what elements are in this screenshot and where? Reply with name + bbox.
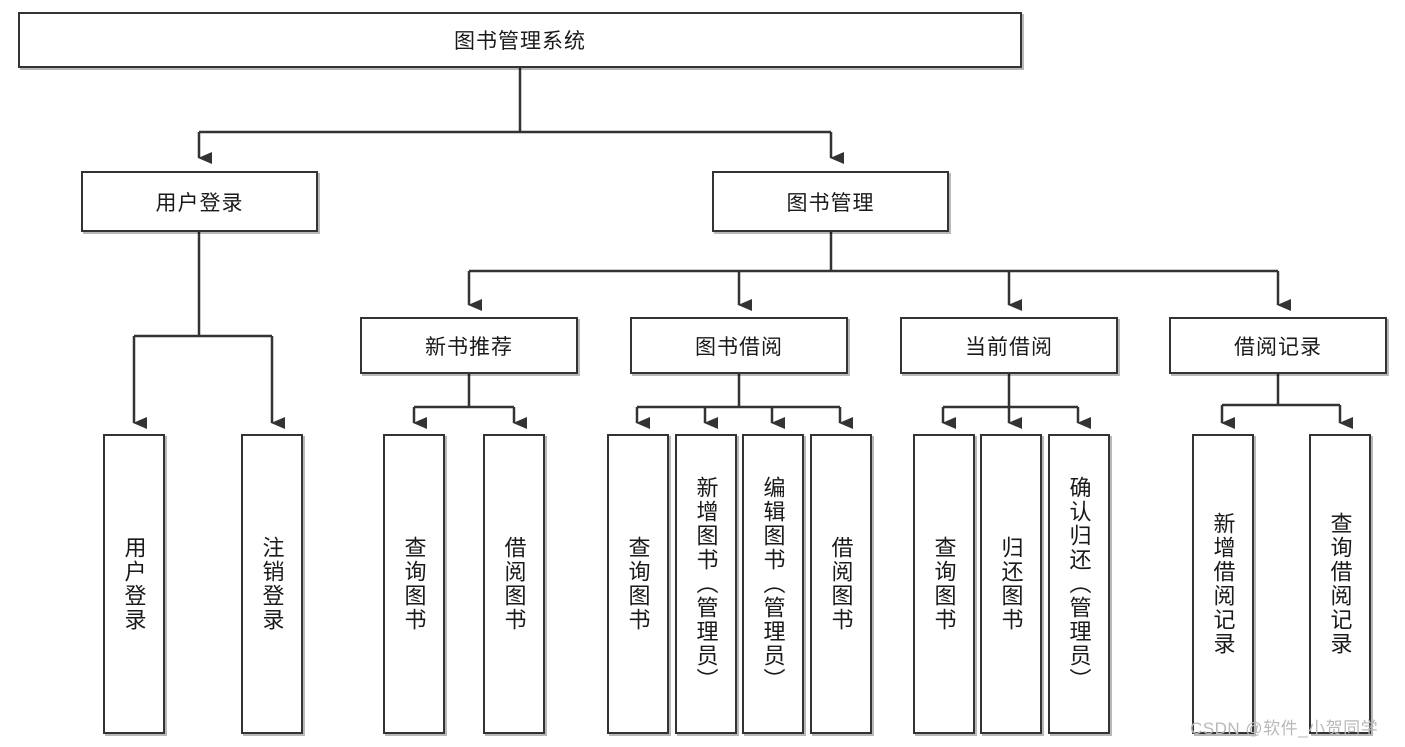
leaf-record-add[interactable]: 新增借阅记录: [1192, 434, 1254, 734]
leaf-user-login[interactable]: 用户登录: [103, 434, 165, 734]
node-borrow-record-label: 借阅记录: [1234, 335, 1322, 359]
leaf-current-return-book[interactable]: 归还图书: [980, 434, 1042, 734]
node-borrow-record[interactable]: 借阅记录: [1169, 317, 1387, 374]
node-root-label: 图书管理系统: [454, 30, 586, 53]
leaf-current-query-book-label: 查询图书: [931, 536, 957, 632]
leaf-borrow-query-book-label: 查询图书: [625, 536, 651, 632]
node-new-book-recommend-label: 新书推荐: [425, 335, 513, 359]
node-current-borrow-label: 当前借阅: [965, 335, 1053, 359]
leaf-recommend-query-book-label: 查询图书: [401, 536, 427, 632]
node-book-manage[interactable]: 图书管理: [712, 171, 949, 232]
leaf-current-return-book-label: 归还图书: [998, 536, 1024, 632]
leaf-current-confirm-return-label: 确认归还（管理员）: [1066, 476, 1092, 692]
leaf-recommend-query-book[interactable]: 查询图书: [383, 434, 445, 734]
node-user-login[interactable]: 用户登录: [81, 171, 318, 232]
leaf-recommend-borrow-book-label: 借阅图书: [501, 536, 527, 632]
leaf-borrow-borrow-book[interactable]: 借阅图书: [810, 434, 872, 734]
node-new-book-recommend[interactable]: 新书推荐: [360, 317, 578, 374]
leaf-record-add-label: 新增借阅记录: [1210, 512, 1236, 656]
leaf-current-query-book[interactable]: 查询图书: [913, 434, 975, 734]
node-user-login-label: 用户登录: [155, 191, 244, 215]
leaf-logout-label: 注销登录: [259, 536, 285, 632]
leaf-borrow-edit-book-label: 编辑图书（管理员）: [760, 476, 786, 692]
leaf-borrow-add-book-label: 新增图书（管理员）: [693, 476, 719, 692]
node-current-borrow[interactable]: 当前借阅: [900, 317, 1118, 374]
node-book-borrow[interactable]: 图书借阅: [630, 317, 848, 374]
node-book-manage-label: 图书管理: [786, 191, 875, 215]
leaf-record-query-label: 查询借阅记录: [1327, 512, 1353, 656]
leaf-user-login-label: 用户登录: [121, 536, 147, 632]
node-root[interactable]: 图书管理系统: [18, 12, 1022, 68]
leaf-borrow-edit-book[interactable]: 编辑图书（管理员）: [742, 434, 804, 734]
leaf-recommend-borrow-book[interactable]: 借阅图书: [483, 434, 545, 734]
leaf-logout[interactable]: 注销登录: [241, 434, 303, 734]
leaf-borrow-borrow-book-label: 借阅图书: [828, 536, 854, 632]
leaf-borrow-add-book[interactable]: 新增图书（管理员）: [675, 434, 737, 734]
leaf-record-query[interactable]: 查询借阅记录: [1309, 434, 1371, 734]
leaf-borrow-query-book[interactable]: 查询图书: [607, 434, 669, 734]
leaf-current-confirm-return[interactable]: 确认归还（管理员）: [1048, 434, 1110, 734]
watermark: CSDN @软件_小贺同学: [1190, 719, 1379, 738]
node-book-borrow-label: 图书借阅: [695, 335, 783, 359]
